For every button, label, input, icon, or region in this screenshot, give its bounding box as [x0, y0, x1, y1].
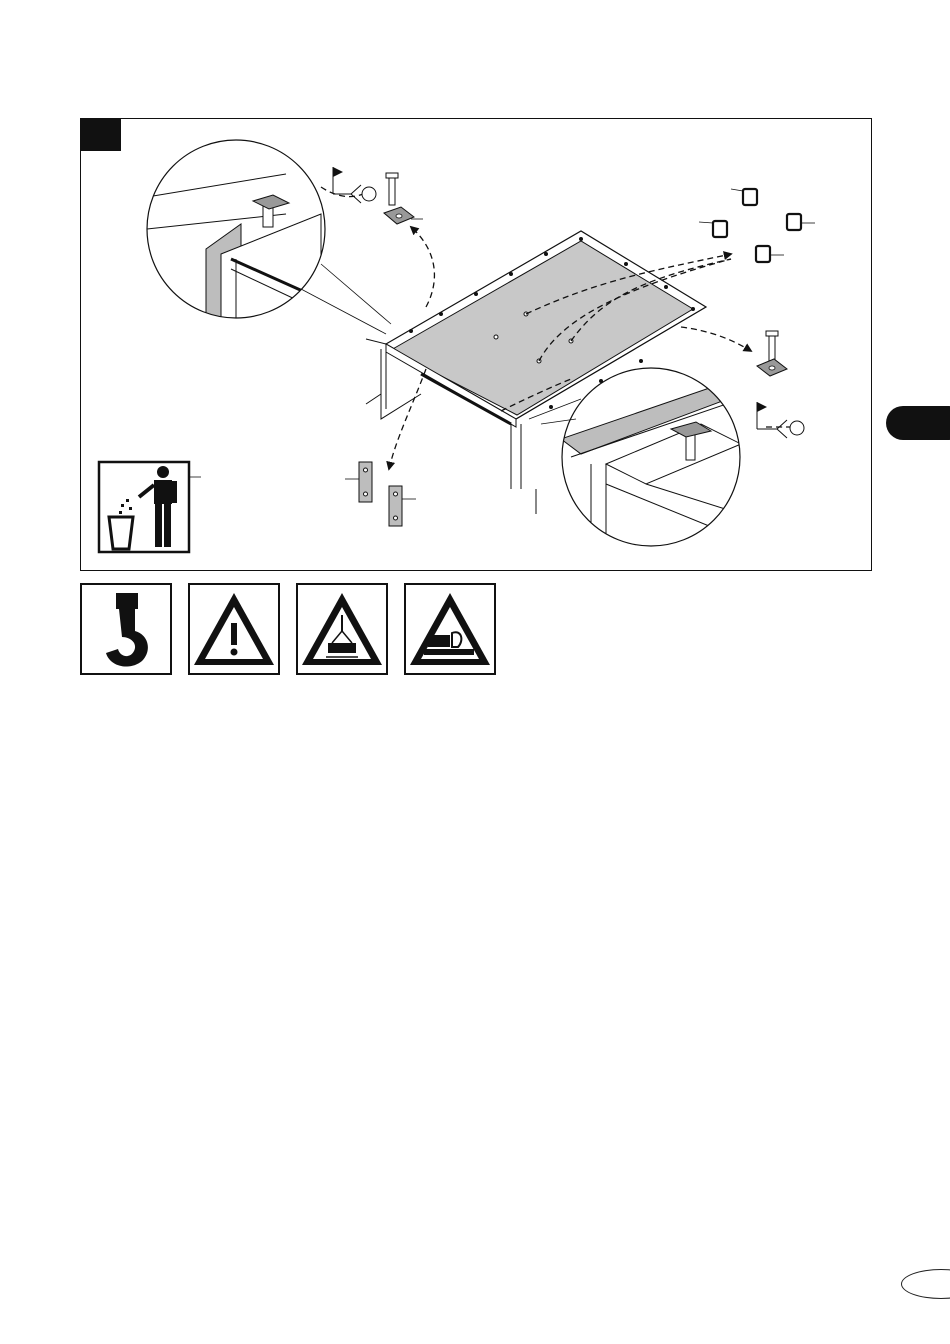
page-number-badge [901, 1269, 950, 1299]
detail-left [141, 140, 391, 334]
crane-hook-icon [80, 583, 172, 675]
assembly-figure [80, 118, 872, 571]
clips [713, 189, 801, 262]
warning-suspended-load-icon [296, 583, 388, 675]
warning-crush-hazard-icon [404, 583, 496, 675]
weld-symbol-right [757, 402, 804, 438]
bolt-plate-left [384, 173, 423, 224]
assembly-drawing [81, 119, 873, 572]
bolt-plate-right [757, 331, 787, 376]
warning-exclamation-icon [188, 583, 280, 675]
disposal-bin-icon [99, 462, 201, 552]
section-tab [886, 406, 950, 440]
detail-right [529, 368, 741, 549]
strap-plates [345, 462, 416, 526]
weld-symbol-left [333, 167, 376, 203]
